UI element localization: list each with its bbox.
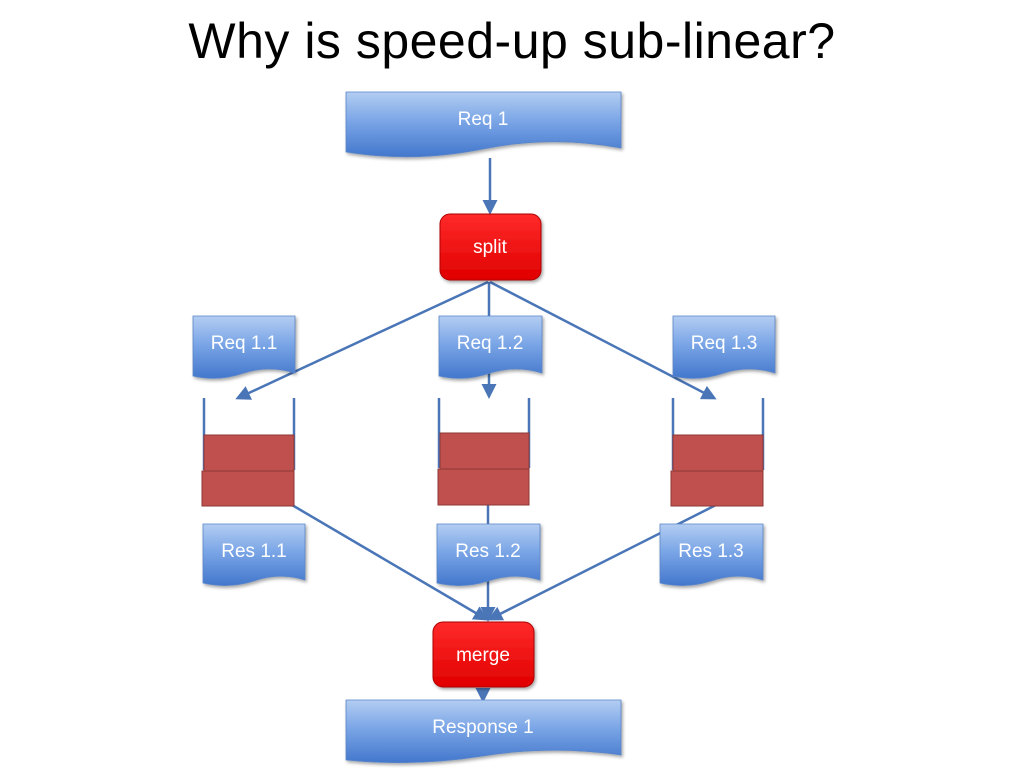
queue-item — [672, 434, 764, 472]
doc-response-1-label: Response 1 — [432, 717, 533, 738]
queue-item — [203, 434, 295, 472]
doc-response-1: Response 1 — [345, 699, 622, 764]
doc-res-1-1: Res 1.1 — [202, 523, 306, 586]
queue-item — [670, 470, 764, 507]
connector-split-queue1 — [235, 280, 489, 400]
process-merge-label: merge — [456, 645, 510, 666]
process-merge: merge — [432, 621, 535, 688]
queue-item — [437, 468, 530, 506]
slide-title: Why is speed-up sub-linear? — [188, 13, 836, 69]
connector-split-queue3 — [489, 280, 717, 400]
doc-req-1-1: Req 1.1 — [192, 315, 296, 379]
queue-3 — [670, 398, 765, 507]
queue-item — [201, 470, 295, 507]
queue-2 — [437, 398, 531, 506]
doc-req-1-2-label: Req 1.2 — [457, 333, 524, 354]
doc-req-1-3-label: Req 1.3 — [691, 333, 758, 354]
process-split-label: split — [473, 237, 508, 258]
queue-item — [439, 432, 530, 470]
doc-res-1-2: Res 1.2 — [436, 523, 541, 586]
process-split: split — [439, 213, 542, 281]
doc-res-1-3: Res 1.3 — [659, 523, 764, 586]
doc-req-1-label: Req 1 — [458, 109, 509, 130]
doc-res-1-1-label: Res 1.1 — [221, 541, 286, 562]
doc-res-1-2-label: Res 1.2 — [455, 541, 520, 562]
doc-req-1-3: Req 1.3 — [672, 315, 776, 379]
doc-req-1: Req 1 — [345, 91, 622, 158]
doc-req-1-1-label: Req 1.1 — [211, 333, 278, 354]
connector-queue1-merge — [291, 503, 489, 621]
doc-res-1-3-label: Res 1.3 — [678, 541, 743, 562]
queue-1 — [201, 398, 296, 507]
doc-req-1-2: Req 1.2 — [438, 315, 543, 379]
